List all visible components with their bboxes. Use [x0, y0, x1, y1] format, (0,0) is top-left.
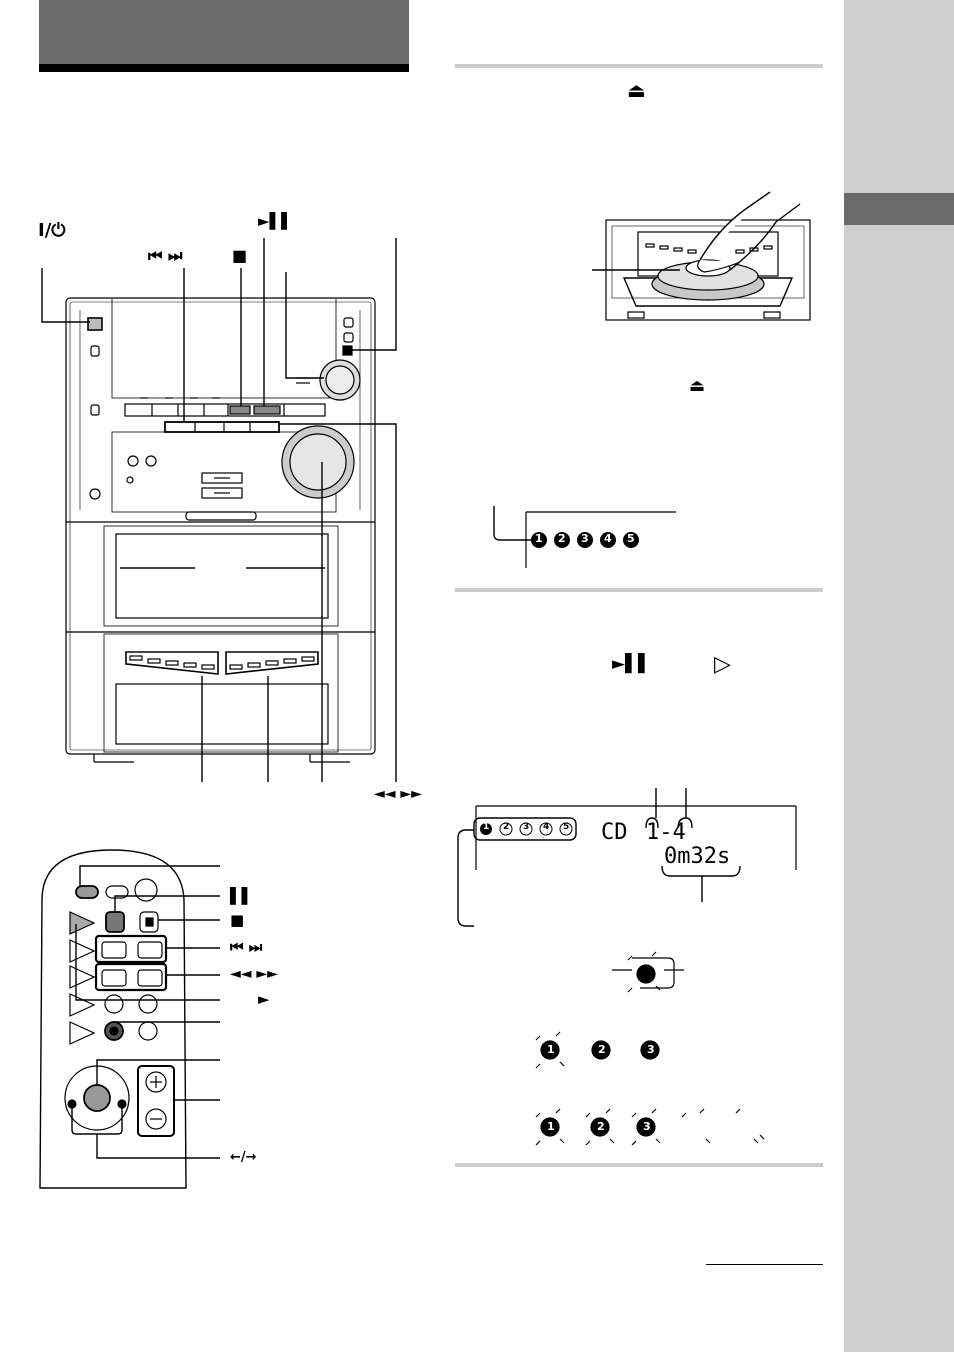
stop-label: ■: [232, 246, 248, 265]
sequence1-disc-2: 2: [598, 1043, 606, 1056]
sequence2-disc-1: 1: [547, 1120, 555, 1133]
display-disc-3: 3: [523, 822, 530, 832]
sequence2-disc-3: 3: [643, 1120, 651, 1133]
step-rule-3: [455, 1163, 823, 1167]
section-header-block: [39, 0, 409, 66]
remote-pause-label: ▌▌: [230, 887, 254, 905]
sidebar-tab: [844, 193, 954, 225]
disc-number-1: 1: [535, 532, 543, 545]
disc-number-4: 4: [604, 532, 612, 545]
display-disc-2: 2: [503, 822, 510, 832]
sequence1-disc-1: 1: [547, 1043, 555, 1056]
display-source: CD: [601, 820, 628, 845]
remote-stop-label: ■: [230, 911, 245, 929]
disc-number-2: 2: [558, 532, 566, 545]
sequence2-disc-2: 2: [597, 1120, 605, 1133]
remote-select-label: ←/→: [230, 1150, 257, 1165]
display-disc-1: 1: [483, 822, 490, 832]
display-disc-4: 4: [543, 822, 550, 832]
power-label: I/⏻: [38, 220, 66, 241]
continued-rule: [706, 1264, 823, 1265]
prev-next-label: ⏮ ⏭: [148, 246, 183, 265]
play-outline-icon: ▷: [714, 652, 731, 677]
remote-rew-ff-label: ◄◄ ►►: [230, 966, 278, 982]
play-pause-icon-step2: ►▌▌: [612, 654, 652, 674]
disc-number-5: 5: [627, 532, 635, 545]
eject-icon-step1: ⏏: [689, 376, 706, 396]
section-header-underline: [39, 64, 409, 72]
display-disc-5: 5: [563, 822, 570, 832]
step-rule-2: [455, 588, 823, 592]
step-rule-1: [455, 64, 823, 68]
remote-prev-next-label: ⏮ ⏭: [230, 938, 263, 956]
rew-ff-label: ◄◄ ►►: [374, 786, 422, 802]
sequence1-disc-3: 3: [647, 1043, 655, 1056]
disc-sequence-row-2: 1 2 3: [544, 1120, 664, 1136]
disc-number-3: 3: [581, 532, 589, 545]
disc-tray-numbers: 1 2 3 4 5: [531, 532, 641, 548]
remote-play-label: ►: [258, 990, 270, 1008]
display-time: 0m32s: [664, 844, 731, 869]
display-disc-track: 1-4: [646, 820, 686, 845]
display-disc-numbers: 1 2 3 4 5: [480, 822, 580, 836]
eject-icon: ⏏: [627, 78, 646, 102]
display-disc-indicators: [480, 822, 573, 836]
disc-indicators: [531, 532, 639, 548]
disc-sequence-row-1: 1 2 3: [544, 1043, 664, 1059]
sidebar: [844, 0, 954, 1352]
play-pause-label: ►▌▌: [258, 212, 293, 230]
